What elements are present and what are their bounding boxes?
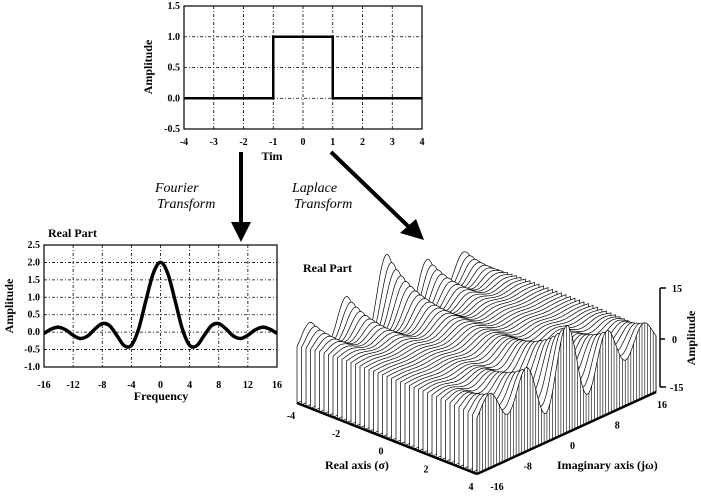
fourier-real-part-chart: Real Part 2.5 2.0 1.5 1.0 0.5 0.0 -0.5 -1.0 -16… <box>2 226 282 403</box>
laplace-arrow <box>329 150 424 240</box>
laplace-label-line1: Laplace <box>291 181 337 196</box>
y-tick-label: 2.0 <box>28 257 41 268</box>
z-axis-label: Amplitude <box>684 310 698 365</box>
real-axis-tick-label: 0 <box>379 447 384 458</box>
x-tick-label: -12 <box>66 380 79 391</box>
fourier-label-line1: Fourier <box>154 181 199 196</box>
laplace-label-line2: Transform <box>294 197 352 212</box>
base-axes <box>296 390 657 476</box>
x-axis-label: Real axis (σ) <box>325 458 389 472</box>
x-tick-label: -2 <box>239 137 247 148</box>
real-axis-tick-label: -2 <box>332 429 340 440</box>
y-tick-label: 0.0 <box>168 93 181 104</box>
y-tick-label: -0.5 <box>24 345 40 356</box>
y-tick-label: 0.5 <box>28 310 41 321</box>
z-tick-label: 0 <box>672 335 677 346</box>
time-domain-chart: 1.5 1.0 0.5 0.0 -0.5 -4 -3 -2 -1 0 1 2 3 4 Amplitude… <box>141 1 425 163</box>
x-tick-label: 4 <box>187 380 192 391</box>
y-axis-label: Amplitude <box>2 278 16 333</box>
x-tick-label: 8 <box>216 380 221 391</box>
y-tick-label: 0.0 <box>28 327 41 338</box>
x-tick-label: -16 <box>37 380 50 391</box>
x-tick-label: 12 <box>243 380 253 391</box>
x-tick-label: 3 <box>390 137 395 148</box>
y-tick-label: 1.5 <box>28 275 41 286</box>
x-tick-label: 0 <box>158 380 163 391</box>
x-tick-label: 4 <box>420 137 425 148</box>
x-axis-label: Tim <box>261 149 282 163</box>
y-tick-label: -0.5 <box>164 124 180 135</box>
y-tick-label: 2.5 <box>28 240 41 251</box>
chart-title: Real Part <box>48 226 97 240</box>
laplace-surface-chart: Real Part -4 -2 0 2 4 -16 -8 0 8 16 15 0 -15 Ampl… <box>287 251 698 493</box>
fourier-label-line2: Transform <box>157 197 215 212</box>
y-tick-label: 1.0 <box>28 292 41 303</box>
imaginary-axis-tick-label: -8 <box>524 462 532 473</box>
x-tick-label: -1 <box>269 137 277 148</box>
z-tick-label: -15 <box>670 383 683 394</box>
x-tick-label: -8 <box>98 380 106 391</box>
imaginary-axis-tick-label: 0 <box>570 441 575 452</box>
z-tick-label: 15 <box>672 284 682 295</box>
y-tick-label: 0.5 <box>168 63 181 74</box>
x-tick-label: -4 <box>127 380 135 391</box>
real-axis-tick-label: 4 <box>469 482 474 493</box>
x-axis-label: Frequency <box>134 389 188 403</box>
x-tick-label: 0 <box>301 137 306 148</box>
x-tick-label: 16 <box>272 380 282 391</box>
real-axis-tick-label: 2 <box>424 464 429 475</box>
pulse-line <box>184 35 422 100</box>
y-tick-label: 1.0 <box>168 32 181 43</box>
sinc-curve <box>43 260 278 349</box>
x-tick-label: -3 <box>210 137 218 148</box>
x-tick-label: 2 <box>360 137 365 148</box>
real-axis-tick-label: -4 <box>287 411 295 422</box>
x-tick-label: 1 <box>330 137 335 148</box>
y-tick-label: -1.0 <box>24 362 40 373</box>
y-tick-label: 1.5 <box>168 1 181 12</box>
imaginary-axis-tick-label: 8 <box>615 421 620 432</box>
imaginary-axis-tick-label: -16 <box>490 482 503 493</box>
y-axis-label: Amplitude <box>141 39 155 94</box>
imaginary-axis-tick-label: 16 <box>657 400 667 411</box>
x-tick-label: -4 <box>180 137 188 148</box>
chart-title: Real Part <box>303 261 352 275</box>
fourier-arrow <box>231 152 251 242</box>
amplitude-axis <box>659 287 666 388</box>
y-axis-label: Imaginary axis (jω) <box>557 458 658 472</box>
